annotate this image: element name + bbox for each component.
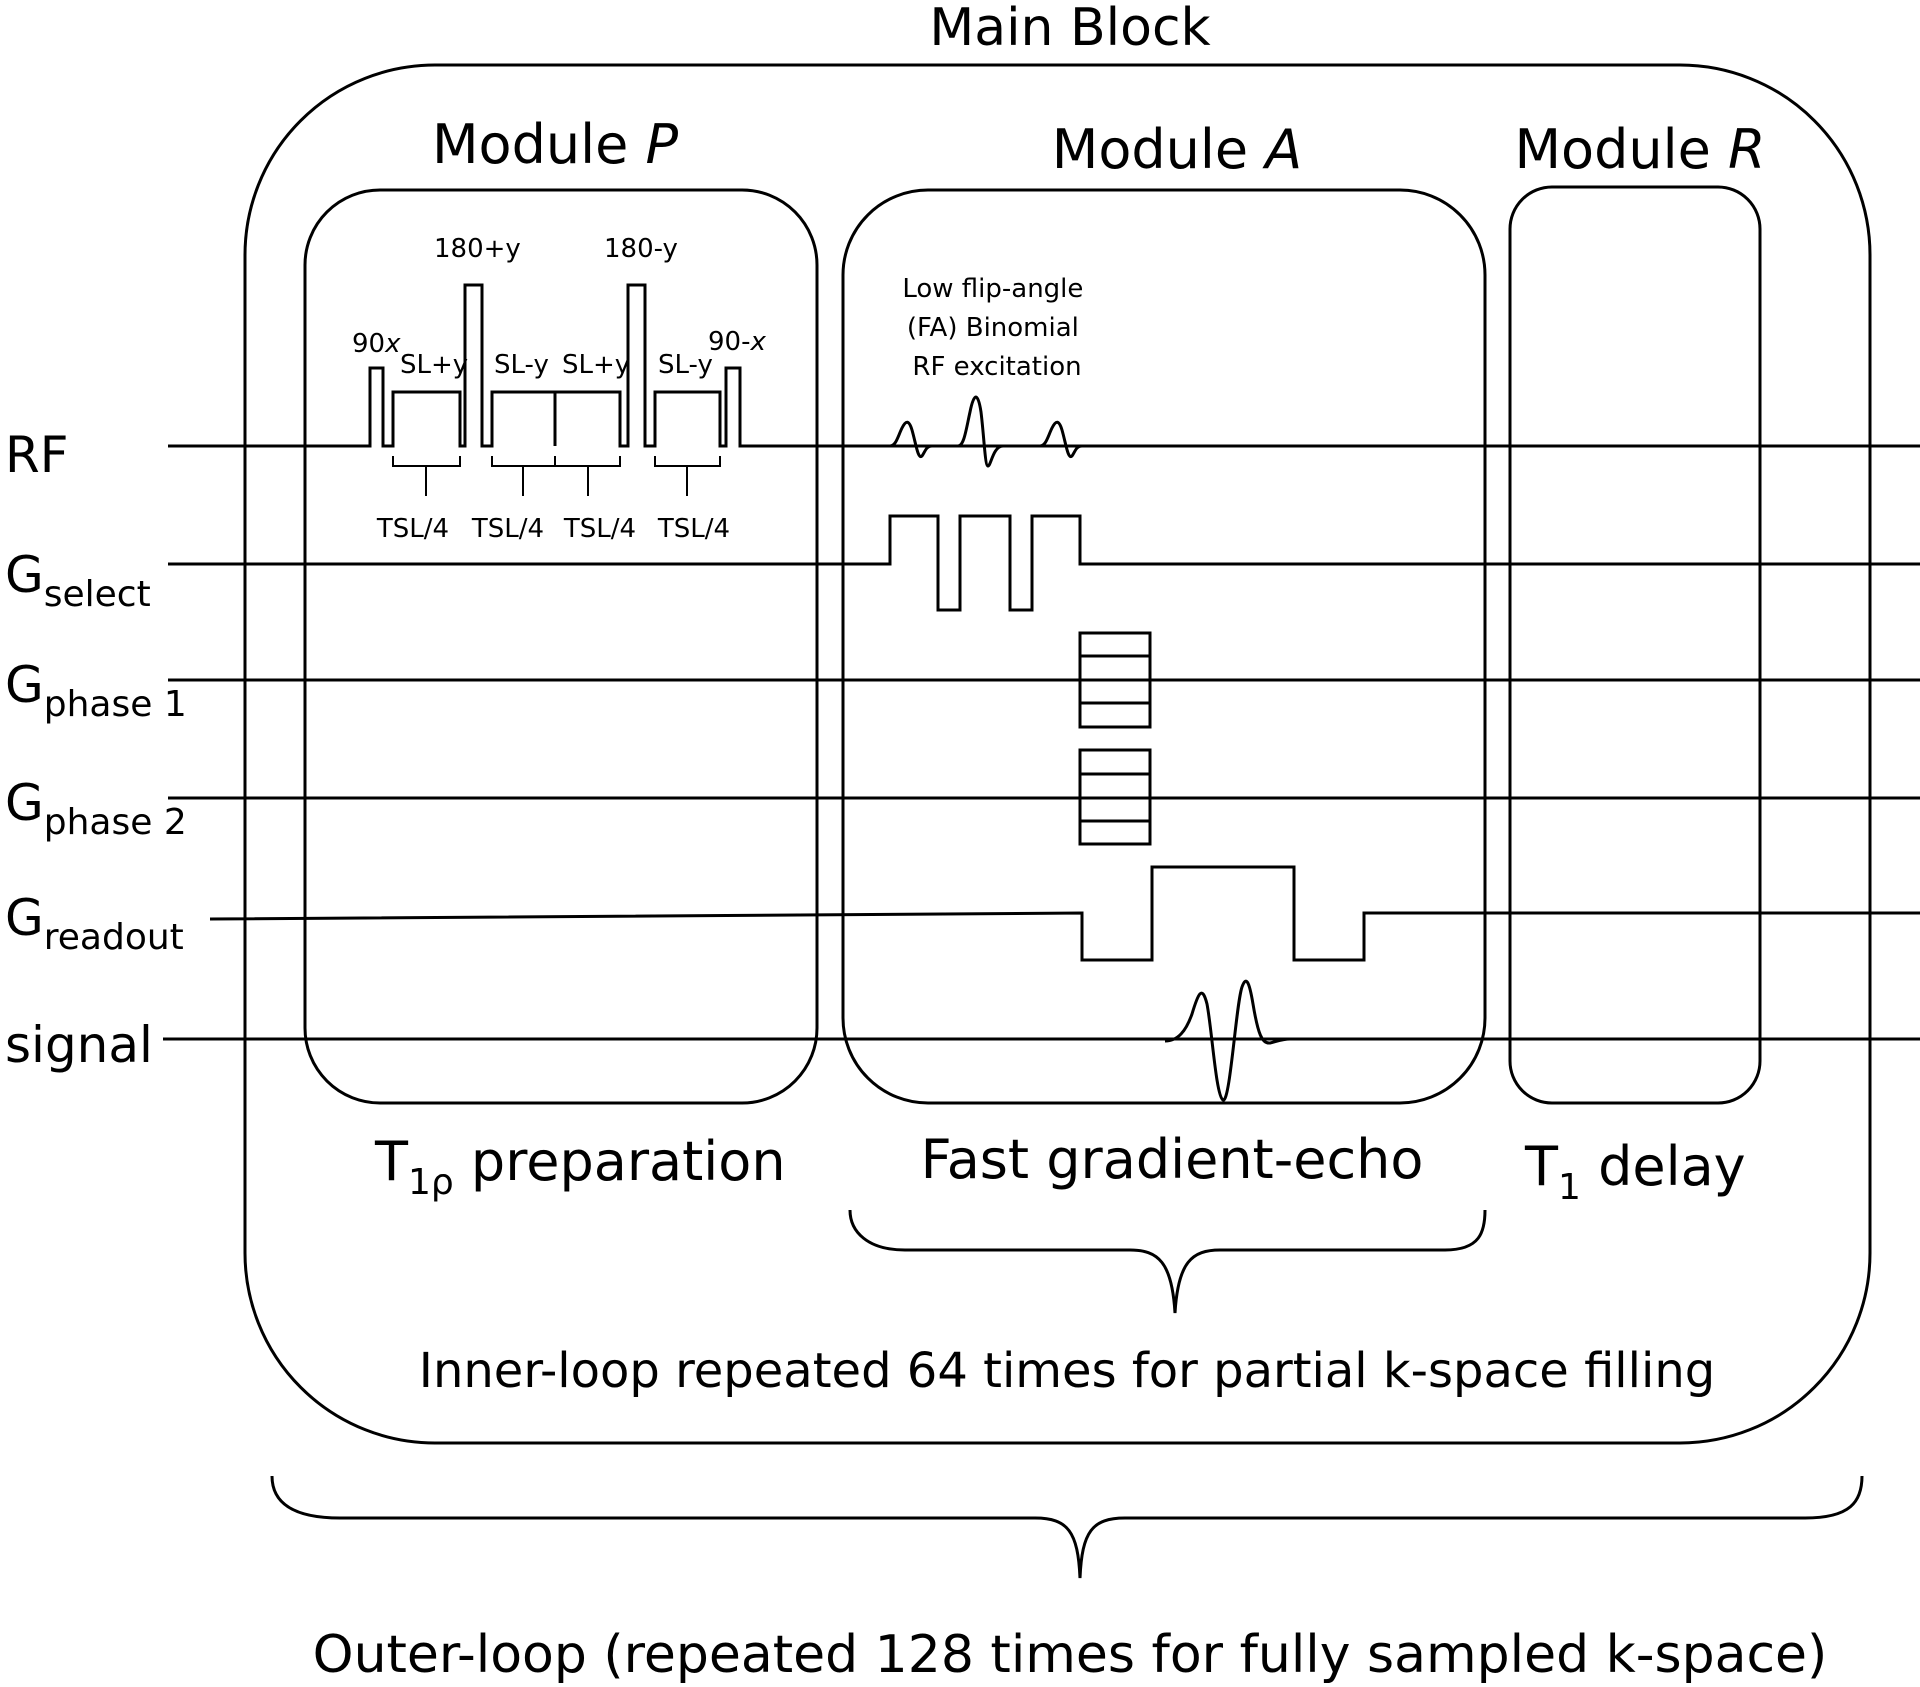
- row-label-g-phase-2: Gphase 2: [5, 774, 187, 843]
- module-p-box: [303, 188, 819, 1105]
- pulse-label-sl-minus-y-2: SL-y: [658, 350, 713, 380]
- g-phase-2-table: [1078, 748, 1152, 846]
- pulse-label-sl-plus-y-1: SL+y: [400, 350, 468, 380]
- g-phase-1-table: [1078, 631, 1152, 729]
- row-label-rf: RF: [5, 426, 69, 484]
- tsl-label-1: TSL/4: [376, 514, 449, 544]
- rf-trace: [168, 283, 1920, 448]
- module-a-box: [841, 188, 1487, 1105]
- module-a-caption: Fast gradient-echo: [921, 1128, 1424, 1191]
- row-label-g-readout: Greadout: [5, 889, 184, 958]
- rf-binomial-excitation: [889, 395, 1083, 468]
- pulse-label-90x: 90x: [352, 329, 401, 359]
- pulse-label-180-minus-y: 180-y: [604, 234, 678, 264]
- module-r-title: Module R: [1514, 118, 1765, 181]
- module-p-caption: T1ρ preparation: [374, 1130, 786, 1203]
- row-label-signal: signal: [5, 1016, 153, 1074]
- main-block-title: Main Block: [929, 0, 1210, 58]
- tsl-brace-2: [491, 456, 556, 496]
- pulse-label-sl-plus-y-2: SL+y: [562, 350, 630, 380]
- pulse-label-90-minus-x: 90-x: [708, 327, 766, 357]
- tsl-label-3: TSL/4: [563, 514, 636, 544]
- tsl-label-2: TSL/4: [471, 514, 544, 544]
- row-label-g-select: Gselect: [5, 546, 151, 615]
- pulse-label-sl-minus-y-1: SL-y: [494, 350, 549, 380]
- inner-loop-brace: [848, 1209, 1487, 1314]
- module-p-title: Module P: [432, 113, 679, 176]
- outer-loop-brace: [270, 1475, 1864, 1579]
- outer-loop-label: Outer-loop (repeated 128 times for fully…: [313, 1625, 1828, 1685]
- module-r-box: [1508, 185, 1762, 1105]
- pulse-label-180-plus-y: 180+y: [434, 234, 521, 264]
- tsl-brace-1: [392, 456, 461, 496]
- signal-echo: [1164, 979, 1291, 1102]
- tsl-brace-3: [554, 456, 621, 496]
- rf-excitation-label: Low flip-angle (FA) Binomial RF excitati…: [902, 274, 1091, 382]
- row-label-g-phase-1: Gphase 1: [5, 656, 187, 725]
- main-block-box: [243, 63, 1872, 1445]
- module-a-title: Module A: [1052, 118, 1302, 181]
- tsl-brace-4: [654, 456, 721, 496]
- tsl-label-4: TSL/4: [657, 514, 730, 544]
- module-r-caption: T1 delay: [1524, 1135, 1746, 1208]
- g-select-trace: [168, 514, 1920, 612]
- inner-loop-label: Inner-loop repeated 64 times for partial…: [419, 1343, 1715, 1399]
- g-readout-trace: [209, 865, 1920, 962]
